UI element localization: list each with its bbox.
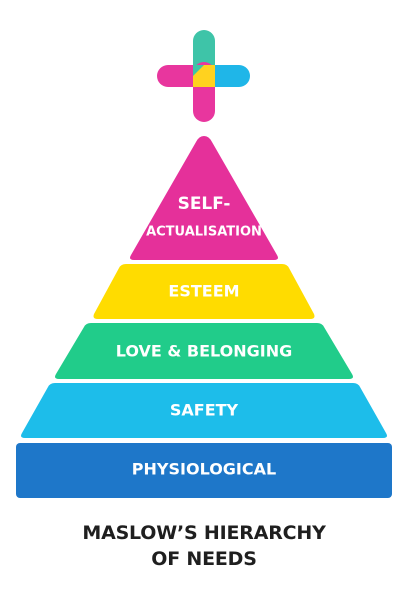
tier-esteem-label: ESTEEM xyxy=(168,282,239,301)
tier-physiological-label: PHYSIOLOGICAL xyxy=(132,460,276,479)
tier-self-actualisation-label-1: SELF- xyxy=(178,194,231,214)
diagram-title-line-2: OF NEEDS xyxy=(151,548,257,570)
tier-physiological xyxy=(16,443,392,498)
diagram-title: MASLOW’S HIERARCHY OF NEEDS xyxy=(0,520,408,572)
tier-love-belonging-label: LOVE & BELONGING xyxy=(116,342,293,361)
tier-self-actualisation xyxy=(130,136,278,260)
tier-safety-label: SAFETY xyxy=(170,401,239,420)
cross-logo-icon xyxy=(157,30,250,122)
tier-love-belonging xyxy=(55,323,353,379)
tier-safety xyxy=(21,383,387,438)
diagram-title-line-1: MASLOW’S HIERARCHY xyxy=(82,522,326,544)
tier-esteem xyxy=(93,264,315,319)
tier-self-actualisation-label-2: ACTUALISATION xyxy=(146,225,262,240)
logo-center-teal xyxy=(193,65,204,76)
pyramid: SELF- ACTUALISATION ESTEEM LOVE & BELONG… xyxy=(16,136,392,498)
